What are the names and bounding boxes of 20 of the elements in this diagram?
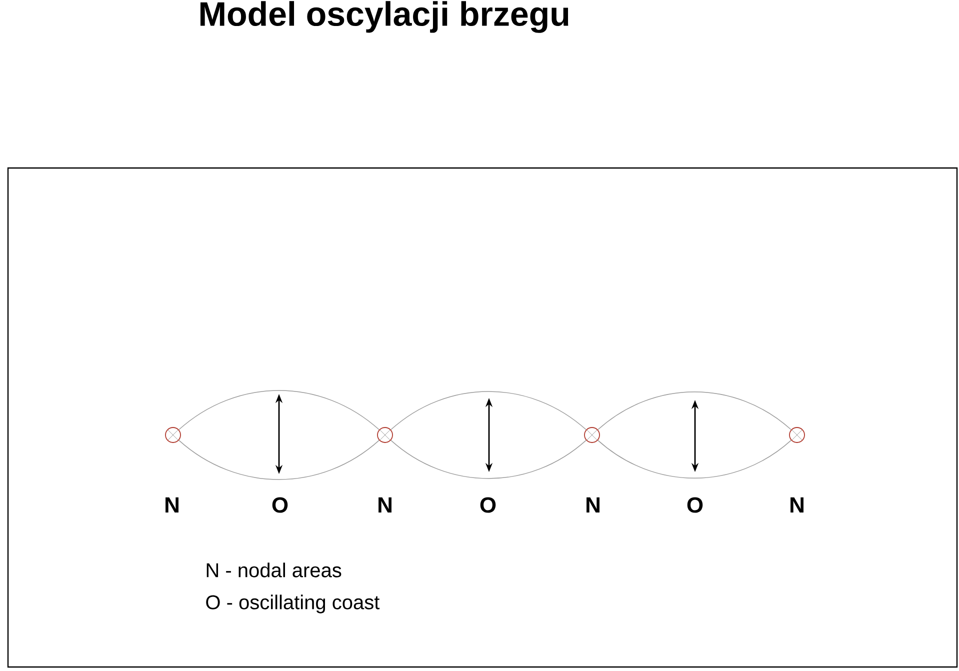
node-letter: O: [272, 497, 288, 513]
curve: [598, 440, 792, 478]
node-letter: N: [166, 497, 178, 513]
curve: [390, 440, 586, 479]
legend-text: O - oscillating coast: [206, 594, 380, 614]
curve: [178, 390, 380, 430]
legend-text: N - nodal areas: [206, 562, 342, 578]
curve: [390, 391, 586, 430]
node-letter: N: [378, 497, 392, 513]
node-circle: [789, 427, 805, 443]
node-letter: O: [480, 497, 496, 513]
node-circle: [165, 427, 181, 443]
node-letter: N: [586, 497, 600, 513]
curve: [178, 440, 380, 480]
node-circle: [377, 427, 393, 443]
node-letter: O: [687, 497, 703, 513]
title: Model oscylacji brzegu: [200, 1, 568, 33]
node-letter: N: [790, 497, 804, 513]
node-circle: [584, 427, 600, 443]
curve: [598, 392, 792, 430]
